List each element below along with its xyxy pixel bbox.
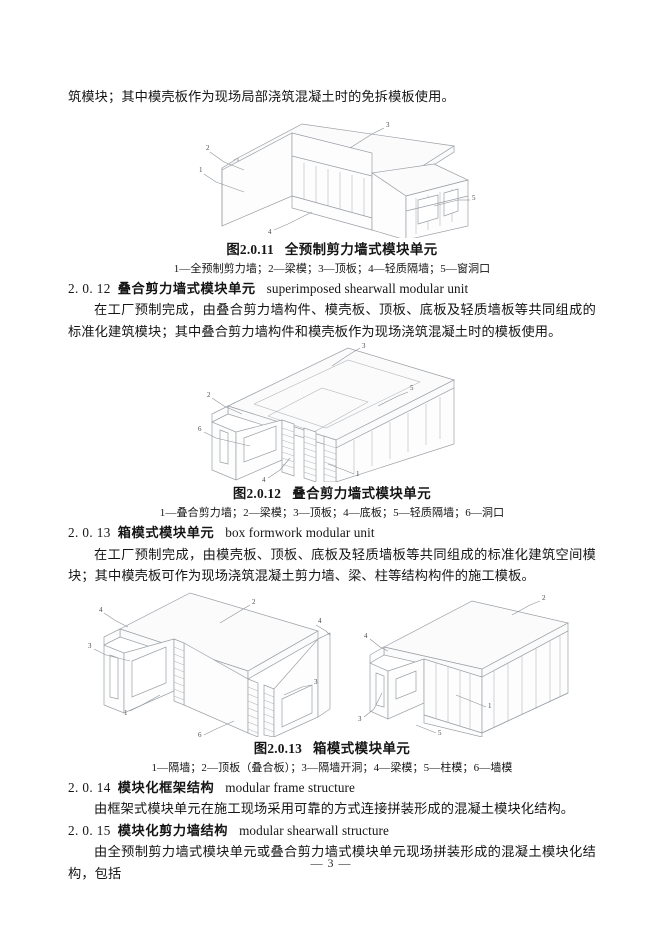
figure-callout: 4 <box>268 228 272 236</box>
figure-callout: 4 <box>262 476 266 482</box>
figure-number: 图2.0.11 <box>226 241 274 257</box>
term-heading-2-0-13: 2. 0. 13 箱模式模块单元 box formwork modular unit <box>68 522 596 544</box>
page-content: 筑模块；其中模壳板作为现场局部浇筑混凝土时的免拆模板使用。 <box>68 86 596 884</box>
figure-2-0-11: 2 1 3 4 5 图2.0.11 全预制剪力墙式模块单元 1—全预制剪力墙；2—… <box>68 108 596 278</box>
figure-callout: 2 <box>206 144 210 152</box>
term-number: 2. 0. 14 <box>68 779 111 795</box>
figure-2-0-13-legend: 1—隔墙；2—顶板（叠合板）；3—隔墙开洞；4—梁模；5—柱模；6—墙模 <box>151 761 513 774</box>
figure-callout: 1 <box>124 709 128 717</box>
figure-number: 图2.0.12 <box>232 486 282 501</box>
figure-callout: 6 <box>198 731 202 737</box>
figure-title-text: 箱模式模块单元 <box>313 740 411 756</box>
term-name-en: superimposed shearwall modular unit <box>266 280 469 296</box>
figure-callout: 3 <box>362 342 366 350</box>
figure-2-0-11-title: 图2.0.11 全预制剪力墙式模块单元 <box>68 240 596 260</box>
figure-callout: 4 <box>99 606 103 614</box>
figure-callout: 6 <box>198 425 202 433</box>
term-number: 2. 0. 15 <box>68 822 111 838</box>
figure-callout: 4 <box>364 632 368 640</box>
figure-callout: 5 <box>410 384 414 392</box>
figure-callout: 3 <box>386 121 390 129</box>
figure-callout: 1 <box>488 702 492 710</box>
figure-callout: 1 <box>199 166 203 174</box>
term-definition-2-0-15: 由全预制剪力墙式模块单元或叠合剪力墙式模块单元现场拼装形成的混凝土模块化结构，包… <box>68 844 596 881</box>
figure-2-0-13-drawing: 2 4 3 1 4 3 6 <box>88 592 569 737</box>
term-definition-2-0-14: 由框架式模块单元在施工现场采用可靠的方式连接拼装形成的混凝土模块化结构。 <box>94 801 575 816</box>
figure-callout: 3 <box>88 642 92 650</box>
figure-2-0-11-drawing: 2 1 3 4 5 <box>199 121 476 238</box>
figure-title-text: 全预制剪力墙式模块单元 <box>284 241 438 257</box>
figure-callout: 5 <box>438 729 442 737</box>
figure-callout: 5 <box>472 194 476 202</box>
figure-callout: 2 <box>542 594 546 602</box>
term-name-cn: 叠合剪力墙式模块单元 <box>117 280 256 296</box>
figure-callout: 3 <box>314 678 318 686</box>
term-definition-2-0-12: 在工厂预制完成，由叠合剪力墙构件、模壳板、顶板、底板及轻质墙板等共同组成的标准化… <box>68 302 596 339</box>
term-heading-2-0-14: 2. 0. 14 模块化框架结构 modular frame structure <box>68 777 596 799</box>
term-heading-2-0-15: 2. 0. 15 模块化剪力墙结构 modular shearwall struct… <box>68 820 596 842</box>
figure-2-0-13-left: 2 4 3 1 4 3 6 <box>88 592 331 737</box>
term-name-en: box formwork modular unit <box>225 525 375 540</box>
term-name-cn: 模块化剪力墙结构 <box>117 822 229 838</box>
term-name-cn: 模块化框架结构 <box>117 779 215 795</box>
term-name-cn: 箱模式模块单元 <box>117 525 215 540</box>
term-number: 2. 0. 12 <box>68 280 111 296</box>
figure-2-0-12-legend: 1—叠合剪力墙；2—梁模；3—顶板；4—底板；5—轻质隔墙；6—洞口 <box>159 507 505 519</box>
figure-2-0-13-title: 图2.0.13 箱模式模块单元 <box>68 739 596 759</box>
term-heading-2-0-12: 2. 0. 12 叠合剪力墙式模块单元 superimposed shearwall… <box>68 278 596 300</box>
figure-title-text: 叠合剪力墙式模块单元 <box>292 486 432 501</box>
figure-callout: 4 <box>318 617 322 625</box>
term-number: 2. 0. 13 <box>68 525 111 540</box>
figure-2-0-12: 3 2 6 5 4 1 图2.0.12 叠合剪力墙式模块单元 1—叠合剪力墙；2—… <box>68 342 596 522</box>
figure-2-0-11-legend: 1—全预制剪力墙；2—梁模；3—顶板；4—轻质隔墙；5—窗洞口 <box>173 262 491 275</box>
figure-callout: 1 <box>356 470 360 478</box>
figure-callout: 2 <box>252 598 256 606</box>
figure-callout: 2 <box>207 391 211 399</box>
figure-2-0-12-drawing: 3 2 6 5 4 1 <box>198 342 455 482</box>
figure-2-0-13: 2 4 3 1 4 3 6 <box>68 587 596 777</box>
figure-number: 图2.0.13 <box>253 740 303 756</box>
page-footer: — 3 — <box>310 856 352 870</box>
term-definition-2-0-13: 在工厂预制完成，由模壳板、顶板、底板及轻质墙板等共同组成的标准化建筑空间模块；其… <box>68 546 596 584</box>
continuation-paragraph: 筑模块；其中模壳板作为现场局部浇筑混凝土时的免拆模板使用。 <box>68 89 455 104</box>
figure-callout: 3 <box>358 715 362 723</box>
term-name-en: modular shearwall structure <box>239 822 389 838</box>
term-name-en: modular frame structure <box>225 779 356 795</box>
figure-2-0-12-title: 图2.0.12 叠合剪力墙式模块单元 <box>68 484 596 504</box>
figure-2-0-13-right: 2 4 3 1 5 <box>358 594 569 737</box>
